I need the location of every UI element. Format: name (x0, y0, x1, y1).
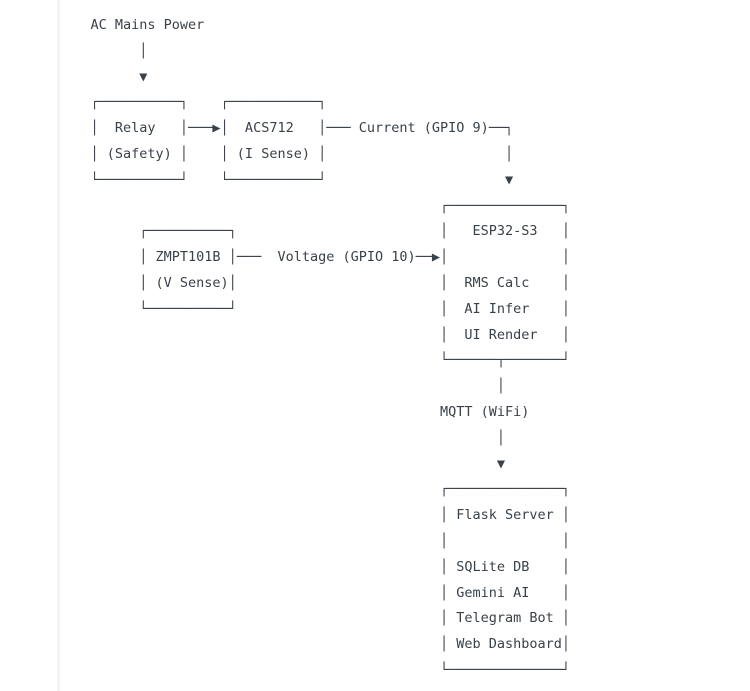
code-block-left-border (57, 0, 60, 691)
ascii-architecture-diagram: AC Mains Power │ ▼ ┌──────────┐ ┌───────… (90, 17, 571, 678)
